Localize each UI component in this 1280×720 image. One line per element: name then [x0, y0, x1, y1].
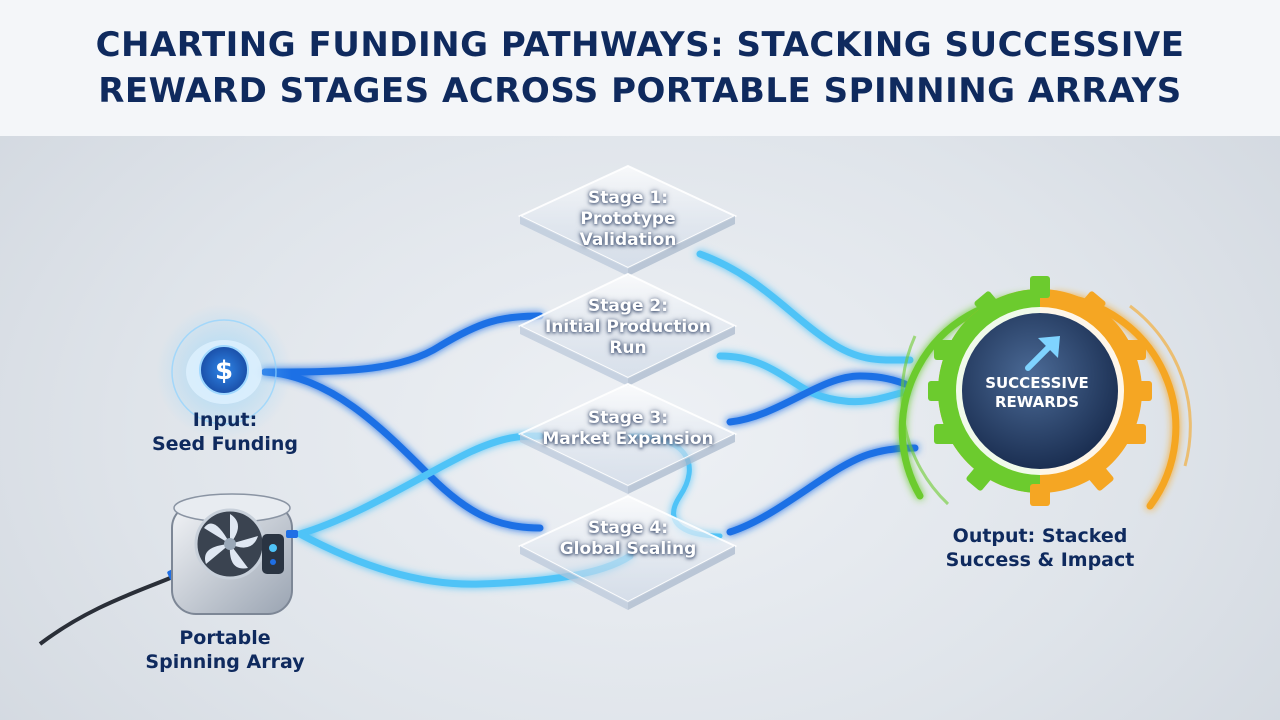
device-caption: Portable Spinning Array: [130, 626, 320, 674]
device-caption-line2: Spinning Array: [145, 651, 305, 673]
stage-tiles: [517, 164, 738, 610]
output-gear: [898, 276, 1192, 510]
stage-tile-2: [517, 272, 738, 386]
device-caption-line1: Portable: [179, 627, 271, 649]
stage-3-label: Stage 3: Market Expansion: [518, 408, 738, 450]
path-stage4-to-output: [726, 444, 919, 536]
path-input-to-stage4: [261, 368, 544, 532]
input-caption-line1: Input:: [192, 409, 258, 431]
gear-label-line1: SUCCESSIVE: [985, 374, 1089, 392]
stage-tile-4: [517, 494, 738, 610]
input-caption: Input: Seed Funding: [140, 408, 310, 456]
title-banner: CHARTING FUNDING PATHWAYS: STACKING SUCC…: [0, 0, 1280, 136]
stage-3-line2: Market Expansion: [542, 429, 714, 449]
stage-1-line3: Validation: [579, 230, 677, 250]
path-device-to-stage3: [296, 432, 544, 538]
flow-paths: [261, 250, 919, 588]
stage-1-title: Stage 1:: [587, 188, 669, 208]
stage-2-title: Stage 2:: [587, 296, 669, 316]
stage-2-label: Stage 2: Initial Production Run: [518, 296, 738, 359]
stage-1-label: Stage 1: Prototype Validation: [518, 188, 738, 251]
stage-2-line3: Run: [609, 338, 647, 358]
stage-tile-1: [517, 164, 738, 276]
diagram-canvas: $: [38, 164, 1192, 646]
stage-1-line2: Prototype: [580, 209, 676, 229]
stage-4-line2: Global Scaling: [559, 539, 697, 559]
arrow-up-right-icon: [1025, 336, 1060, 371]
stage-tile-3: [517, 382, 738, 494]
path-input-to-stage2: [261, 312, 544, 376]
dollar-icon: $: [215, 356, 233, 386]
gear-label-line2: REWARDS: [994, 393, 1080, 411]
path-stage1-to-output: [696, 250, 914, 364]
stage-4-label: Stage 4: Global Scaling: [518, 518, 738, 560]
stage-2-line2: Initial Production: [544, 317, 712, 337]
input-caption-line2: Seed Funding: [152, 433, 298, 455]
path-stage3-to-output: [726, 372, 909, 426]
gear-label: SUCCESSIVE REWARDS: [962, 374, 1112, 412]
device-node: [38, 493, 298, 646]
title-line-2: REWARD STAGES ACROSS PORTABLE SPINNING A…: [98, 71, 1182, 111]
stage-4-title: Stage 4:: [587, 518, 669, 538]
output-caption-line2: Success & Impact: [945, 549, 1135, 571]
title-line-1: CHARTING FUNDING PATHWAYS: STACKING SUCC…: [95, 25, 1185, 65]
input-node: $: [156, 304, 292, 440]
path-stage2-to-output: [716, 352, 909, 406]
stage-3-title: Stage 3:: [587, 408, 669, 428]
fan-icon: [204, 514, 258, 569]
output-caption-line1: Output: Stacked: [952, 525, 1128, 547]
output-caption: Output: Stacked Success & Impact: [930, 524, 1150, 572]
